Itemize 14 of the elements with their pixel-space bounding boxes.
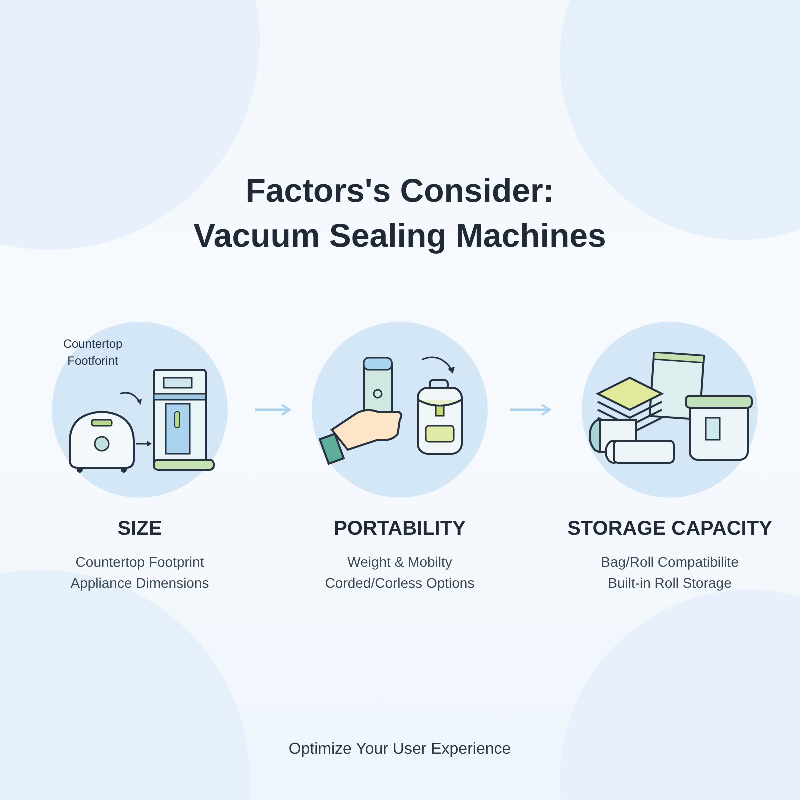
callout-text: Countertop Footforint [62, 336, 124, 370]
feature-heading: STORAGE CAPACITY [568, 517, 772, 542]
feature-heading: PORTABILITY [334, 517, 466, 542]
feature-detail: Appliance Dimensions [70, 574, 210, 593]
feature-detail: Bag/Roll Compatibilite [601, 553, 739, 572]
arrow [510, 404, 551, 416]
arrow [255, 404, 291, 416]
caption: Optimize Your User Experience [288, 740, 512, 760]
feature-detail: Corded/Corless Options [325, 574, 475, 593]
title: Factors's Consider: Vacuum Sealing Machines [192, 171, 608, 256]
feature-detail: Countertop Footprint [76, 553, 204, 572]
feature-detail: Built-in Roll Storage [608, 574, 732, 593]
feature-heading: SIZE [118, 517, 162, 542]
feature-detail: Weight & Mobilty [348, 553, 452, 572]
